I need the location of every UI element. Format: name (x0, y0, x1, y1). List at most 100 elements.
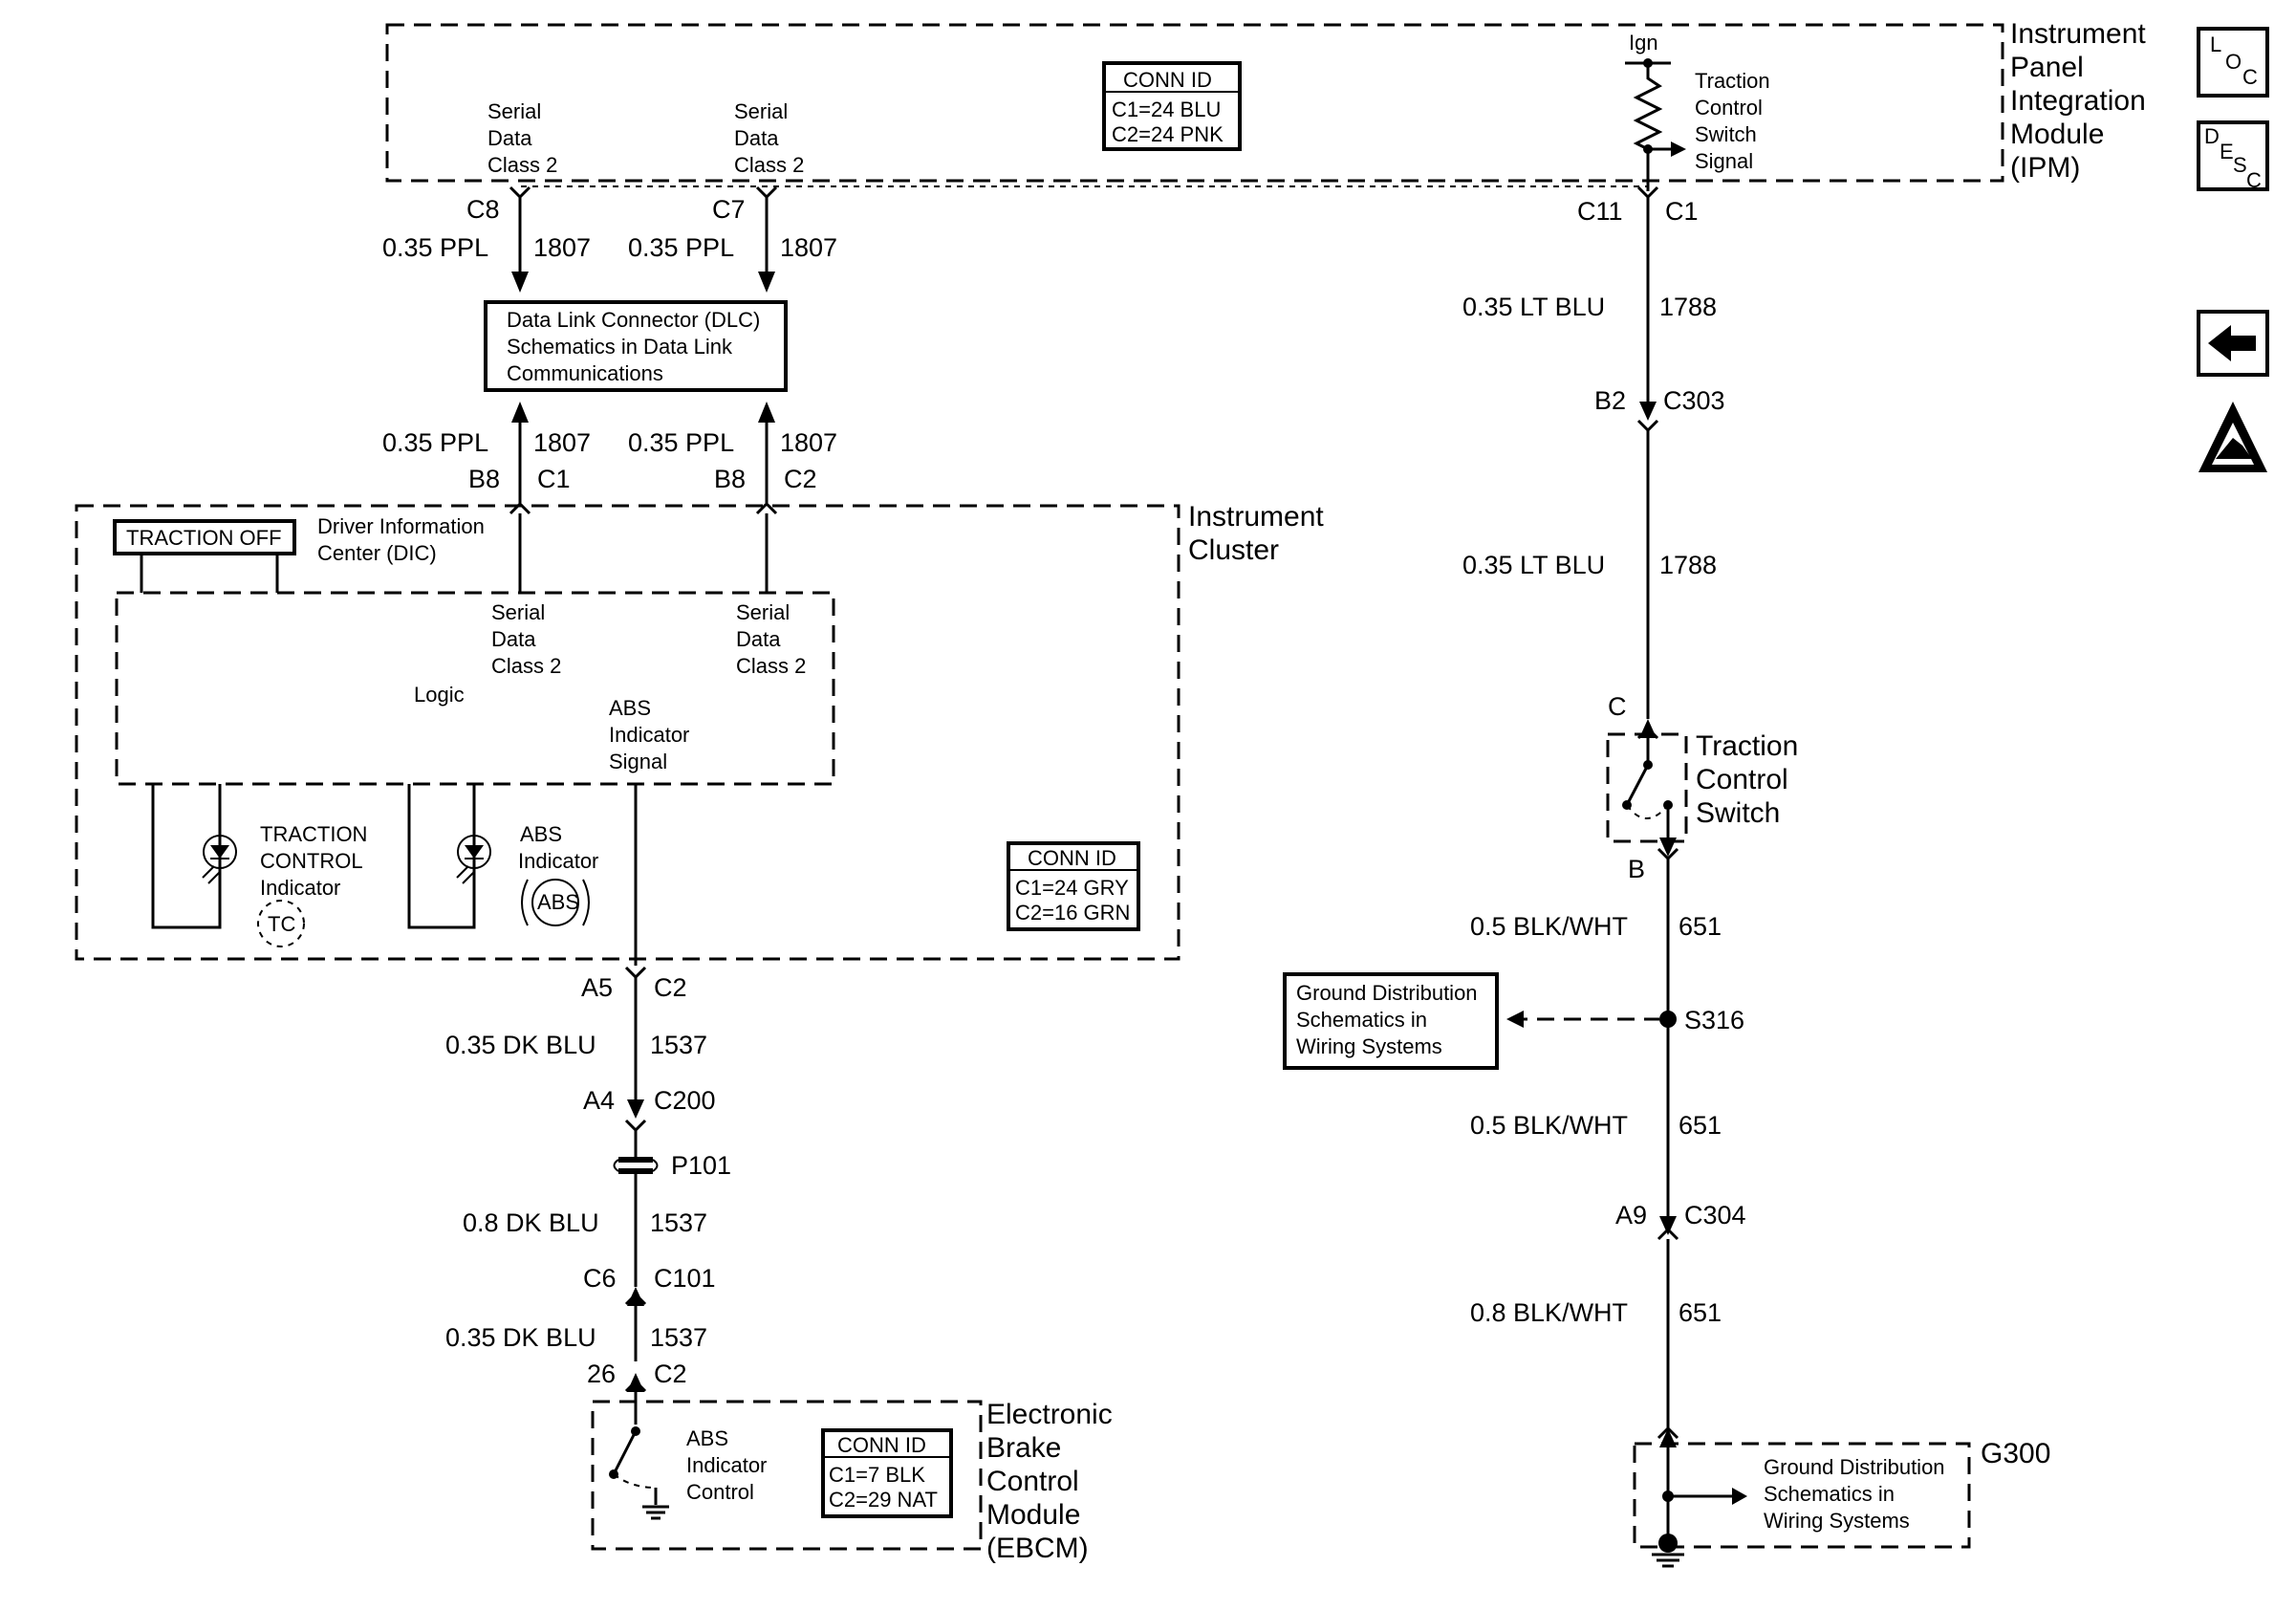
svg-text:0.35 PPL: 0.35 PPL (382, 233, 488, 262)
svg-text:651: 651 (1679, 1298, 1722, 1327)
svg-text:0.35 DK BLU: 0.35 DK BLU (445, 1031, 596, 1059)
svg-text:B8: B8 (714, 465, 746, 493)
tc-badge: TC (268, 912, 295, 936)
svg-text:P101: P101 (671, 1151, 731, 1180)
abs-indicator-signal-label: ABS Indicator Signal (609, 696, 696, 773)
svg-text:C2: C2 (784, 465, 817, 493)
cluster-title: Instrument Cluster (1188, 501, 1332, 566)
tc-circuit: C11 C1 0.35 LT BLU 1788 B2 C303 0.35 LT … (1462, 185, 1807, 1447)
svg-text:Data Link Connector (DLC): Data Link Connector (DLC) (507, 308, 760, 332)
svg-text:1807: 1807 (533, 233, 591, 262)
dlc-wires: C8 C7 0.35 PPL 1807 0.35 PPL 1807 0.35 P… (382, 185, 837, 515)
svg-text:1788: 1788 (1659, 293, 1717, 321)
svg-text:C200: C200 (654, 1086, 716, 1115)
svg-text:0.8 DK BLU: 0.8 DK BLU (463, 1208, 599, 1237)
svg-text:C1: C1 (1665, 197, 1699, 226)
svg-text:C2=29 NAT: C2=29 NAT (829, 1488, 938, 1512)
abs-circuit: A5 C2 0.35 DK BLU 1537 A4 C200 P101 0.8 … (445, 966, 731, 1425)
logic-label: Logic (414, 683, 465, 707)
instrument-cluster: Instrument Cluster TRACTION OFF Driver I… (75, 501, 1332, 966)
ipm-module: Instrument Panel Integration Module (IPM… (385, 18, 2154, 191)
ebcm-conn-id-table: CONN ID C1=7 BLK C2=29 NAT (821, 1428, 953, 1518)
svg-text:S: S (2233, 153, 2247, 177)
svg-text:C2=16 GRN: C2=16 GRN (1015, 901, 1130, 925)
svg-text:0.35 PPL: 0.35 PPL (628, 428, 734, 457)
cluster-serial-data-b: Serial Data Class 2 (736, 600, 806, 678)
traction-control-switch[interactable] (1606, 732, 1688, 843)
svg-text:O: O (2225, 50, 2242, 74)
ipm-title: Instrument Panel Integration Module (IPM… (2010, 18, 2154, 184)
s316-splice (1659, 1011, 1677, 1028)
svg-text:651: 651 (1679, 1111, 1722, 1140)
svg-text:26: 26 (587, 1360, 616, 1388)
svg-text:1537: 1537 (650, 1323, 707, 1352)
svg-text:C2=24 PNK: C2=24 PNK (1112, 122, 1224, 146)
ign-label: Ign (1629, 31, 1658, 54)
ground-distribution-box-s316[interactable]: Ground Distribution Schematics in Wiring… (1283, 972, 1499, 1070)
svg-text:C: C (1608, 692, 1627, 721)
svg-text:C303: C303 (1663, 386, 1725, 415)
svg-text:C7: C7 (712, 195, 746, 224)
svg-text:Communications: Communications (507, 361, 663, 385)
svg-text:0.35 DK BLU: 0.35 DK BLU (445, 1323, 596, 1352)
svg-text:S316: S316 (1684, 1006, 1744, 1034)
abs-badge: ABS (537, 890, 579, 914)
g300-ref-line-1: Ground Distribution (1764, 1455, 1945, 1479)
traction-control-switch-title: Traction Control Switch (1696, 730, 1807, 829)
svg-text:B8: B8 (468, 465, 500, 493)
pull-up-resistor (1633, 63, 1663, 191)
esd-warning-icon (2199, 402, 2267, 472)
dic-label: Driver Information Center (DIC) (317, 514, 490, 565)
tc-signal-arrow (1671, 141, 1686, 157)
svg-text:C2: C2 (654, 973, 687, 1002)
dlc-reference-box[interactable]: Data Link Connector (DLC) Schematics in … (484, 300, 788, 392)
ebcm-title: Electronic Brake Control Module (EBCM) (986, 1399, 1120, 1564)
svg-text:1807: 1807 (780, 428, 837, 457)
svg-text:B: B (1628, 855, 1645, 883)
svg-text:0.35 PPL: 0.35 PPL (628, 233, 734, 262)
svg-text:0.8 BLK/WHT: 0.8 BLK/WHT (1470, 1298, 1628, 1327)
svg-text:1807: 1807 (533, 428, 591, 457)
cluster-conn-id-table: CONN ID C1=24 GRY C2=16 GRN (1007, 841, 1140, 931)
svg-text:1537: 1537 (650, 1208, 707, 1237)
ipm-conn-id-table: CONN ID C1=24 BLU C2=24 PNK (1102, 61, 1242, 151)
desc-icon[interactable]: D E S C (2197, 120, 2269, 192)
svg-text:B2: B2 (1594, 386, 1626, 415)
tc-switch-signal-label: Traction Control Switch Signal (1695, 69, 1776, 173)
loc-icon[interactable]: L O C (2197, 27, 2269, 98)
svg-text:C11: C11 (1577, 197, 1623, 226)
svg-text:D: D (2204, 124, 2220, 148)
g300-ref-line-3: Wiring Systems (1764, 1509, 1910, 1533)
svg-text:A4: A4 (583, 1086, 615, 1115)
ipm-serial-data-a: Serial Data Class 2 (487, 99, 557, 177)
svg-text:E: E (2220, 140, 2234, 163)
svg-text:Schematics in: Schematics in (1296, 1008, 1427, 1032)
cluster-serial-data-a: Serial Data Class 2 (491, 600, 561, 678)
p101-passthrough (613, 1157, 659, 1174)
traction-off-text: TRACTION OFF (126, 526, 282, 550)
g300-ground: Ground Distribution Schematics in Wiring… (1633, 1438, 2050, 1568)
svg-text:C: C (2246, 168, 2262, 192)
svg-text:C1=24 GRY: C1=24 GRY (1015, 876, 1129, 900)
svg-text:0.5 BLK/WHT: 0.5 BLK/WHT (1470, 912, 1628, 941)
svg-text:0.35 PPL: 0.35 PPL (382, 428, 488, 457)
svg-text:0.35 LT BLU: 0.35 LT BLU (1462, 551, 1605, 579)
abs-indicator-label: ABS Indicator (518, 822, 598, 873)
g300-label: G300 (1981, 1438, 2050, 1469)
svg-text:C1=7 BLK: C1=7 BLK (829, 1463, 925, 1487)
svg-text:C304: C304 (1684, 1201, 1746, 1229)
svg-text:C101: C101 (654, 1264, 716, 1293)
g300-ref-line-2: Schematics in (1764, 1482, 1895, 1506)
svg-text:C8: C8 (466, 195, 500, 224)
svg-text:CONN ID: CONN ID (837, 1433, 926, 1457)
ebcm-boundary (591, 1400, 983, 1551)
svg-text:A9: A9 (1615, 1201, 1647, 1229)
svg-text:C1=24 BLU: C1=24 BLU (1112, 98, 1221, 121)
svg-text:C6: C6 (583, 1264, 617, 1293)
ipm-boundary (385, 23, 2004, 183)
svg-text:A5: A5 (581, 973, 613, 1002)
back-arrow-icon[interactable] (2197, 310, 2269, 377)
svg-text:L: L (2210, 33, 2221, 56)
svg-text:651: 651 (1679, 912, 1722, 941)
traction-off-display (113, 519, 296, 555)
